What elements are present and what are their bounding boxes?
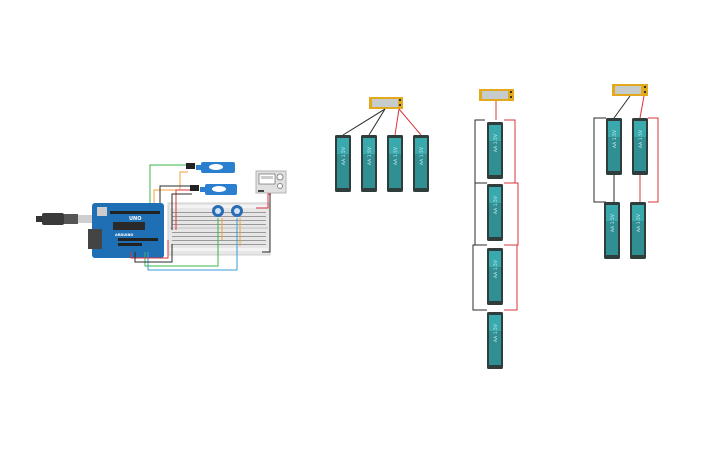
wire-red-servo	[175, 189, 190, 230]
battery-label: AA 1.5V	[638, 130, 643, 148]
battery[interactable]: AA 1.5V	[413, 135, 429, 192]
display-module[interactable]	[255, 170, 287, 194]
battery[interactable]: AA 1.5V	[361, 135, 377, 192]
wire-blue-bottom	[147, 218, 238, 271]
arduino-brand-text: ARDUINO	[115, 233, 133, 237]
battery[interactable]: AA 1.5V	[606, 118, 622, 175]
wire-red-bottom	[130, 240, 169, 259]
potentiometer-2[interactable]	[231, 205, 243, 217]
group1-wires	[342, 108, 422, 136]
battery-label: AA 1.5V	[419, 147, 424, 165]
arduino-board[interactable]: UNO ARDUINO	[88, 203, 164, 258]
wire-black-servo	[159, 185, 190, 203]
servo-1[interactable]	[186, 162, 235, 173]
wire-black-bottom	[134, 244, 173, 263]
battery[interactable]: AA 1.5V	[630, 202, 646, 259]
battery-label: AA 1.5V	[493, 260, 498, 278]
battery[interactable]: AA 1.5V	[387, 135, 403, 192]
group2-wires	[472, 101, 519, 311]
battery[interactable]: AA 1.5V	[487, 248, 503, 305]
battery[interactable]: AA 1.5V	[604, 202, 620, 259]
battery[interactable]: AA 1.5V	[487, 184, 503, 241]
motor-terminal-2[interactable]	[479, 89, 514, 101]
wire-black-servo2	[171, 193, 192, 230]
wire-black-lcd	[262, 194, 271, 253]
battery-label: AA 1.5V	[341, 147, 346, 165]
battery[interactable]: AA 1.5V	[487, 122, 503, 179]
battery-label: AA 1.5V	[612, 130, 617, 148]
battery-label: AA 1.5V	[367, 147, 372, 165]
battery-group-series: AA 1.5V AA 1.5V AA 1.5V AA 1.5V	[472, 89, 519, 369]
battery-label: AA 1.5V	[493, 134, 498, 152]
battery-label: AA 1.5V	[636, 214, 641, 232]
arduino-logo-text: UNO	[129, 216, 142, 222]
arduino-wires	[130, 164, 271, 271]
wire-green-bottom	[144, 218, 219, 267]
battery-group-series-parallel: AA 1.5V AA 1.5V AA 1.5V AA 1.5V	[593, 84, 659, 259]
motor-terminal-3[interactable]	[612, 84, 648, 96]
battery[interactable]: AA 1.5V	[632, 118, 648, 175]
battery-label: AA 1.5V	[493, 324, 498, 342]
wire-green	[149, 164, 186, 203]
battery-label: AA 1.5V	[393, 147, 398, 165]
battery-label: AA 1.5V	[493, 196, 498, 214]
motor-terminal-1[interactable]	[369, 97, 403, 109]
group3-wires	[593, 95, 659, 203]
arduino-circuit: UNO ARDUINO	[36, 162, 287, 271]
battery[interactable]: AA 1.5V	[487, 312, 503, 369]
battery[interactable]: AA 1.5V	[335, 135, 351, 192]
wire-orange	[153, 171, 188, 203]
servo-2[interactable]	[190, 184, 237, 195]
battery-label: AA 1.5V	[610, 214, 615, 232]
potentiometer-1[interactable]	[212, 205, 224, 217]
usb-cable[interactable]	[36, 213, 96, 225]
battery-group-parallel: AA 1.5V AA 1.5V AA 1.5V AA 1.5V	[335, 97, 429, 192]
